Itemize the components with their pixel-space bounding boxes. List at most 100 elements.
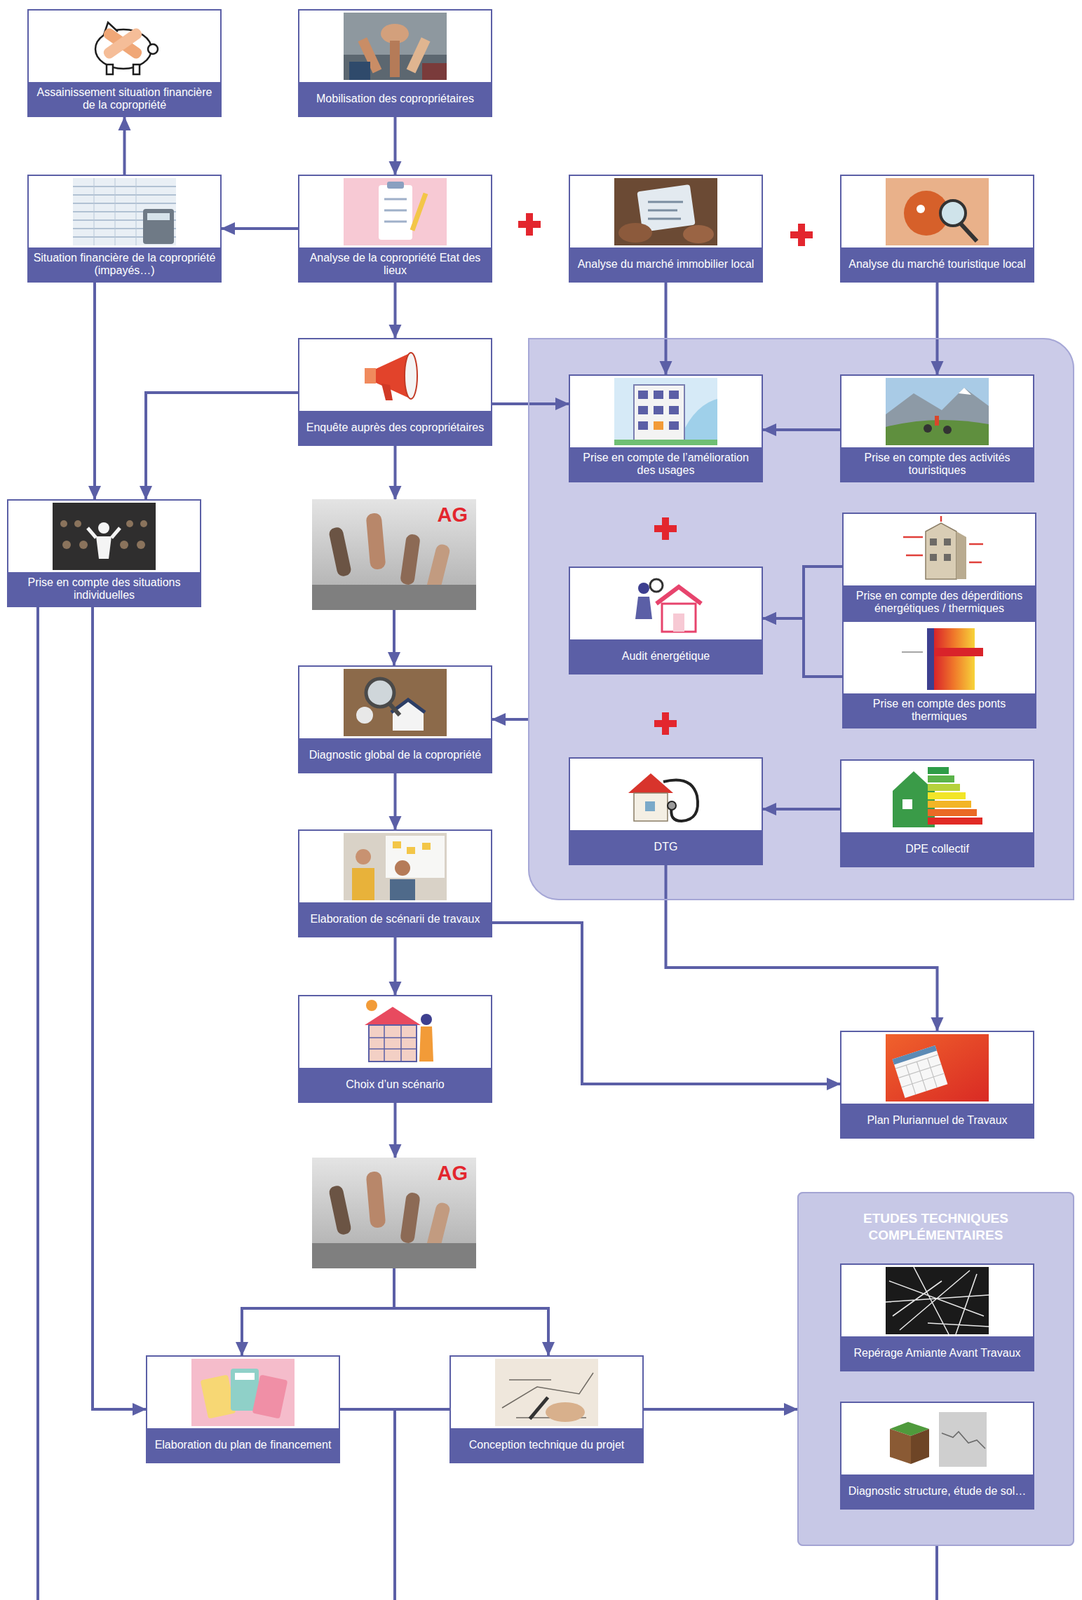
picture-ground [840, 1401, 1035, 1478]
megaphone-icon [381, 383, 393, 401]
building-picture [638, 421, 648, 430]
calendar-photo [885, 1034, 989, 1102]
tablet-photo [614, 178, 718, 246]
assembly-label: AG [437, 499, 477, 526]
detective-picture [959, 222, 977, 242]
vote-photo [312, 499, 477, 611]
energy-label-icon [927, 767, 949, 775]
piggy-icon [106, 64, 113, 75]
crowd-picture [52, 502, 156, 571]
panel-fill [797, 1192, 1075, 1547]
crowd-picture [52, 502, 156, 571]
heat-loss-picture [956, 531, 967, 580]
picture-area [841, 375, 1033, 448]
flow-arrow [394, 773, 397, 830]
assembly-box: AG [312, 499, 477, 611]
diagnostic-icon [633, 793, 668, 822]
vote-photo [328, 1185, 353, 1237]
box-label: Situation financière de la copropriété (… [28, 247, 221, 282]
flow-arrow [394, 1268, 549, 1356]
piggy-icon [95, 22, 158, 75]
flow-line [37, 607, 937, 1600]
picture-ground [568, 374, 763, 451]
crowd-picture [60, 520, 68, 528]
vote-photo [312, 1157, 477, 1269]
heat-loss-picture [929, 538, 937, 546]
heat-loss-picture [943, 553, 951, 561]
box-label: Analyse du marché immobilier local [570, 247, 762, 282]
audit-icon [656, 586, 702, 604]
crowd-picture [119, 540, 129, 550]
box-label: Prise en compte des activités touristiqu… [841, 447, 1033, 482]
picture-area [450, 1356, 643, 1429]
team-photo [343, 12, 447, 80]
plus-symbol [654, 517, 677, 540]
plus-symbol [654, 712, 677, 735]
building-picture [668, 390, 679, 400]
flow-arrow [762, 807, 841, 811]
calculator-picture [252, 1374, 289, 1419]
calendar-photo [892, 1045, 949, 1099]
piggy-icon [133, 64, 140, 75]
vote-photo [328, 526, 353, 578]
mountain-photo [958, 387, 972, 395]
process-box: Analyse du marché touristique local [840, 174, 1035, 283]
crowd-picture [79, 540, 88, 550]
box-label: Elaboration du plan de financement [147, 1428, 339, 1463]
calendar-photo [885, 1034, 989, 1102]
flow-arrow [93, 282, 97, 500]
vote-photo [399, 1192, 421, 1244]
flow-line [36, 607, 40, 1600]
thermal-bridge-picture [934, 647, 984, 657]
flow-line [935, 1546, 939, 1600]
picture-ground [842, 512, 1037, 589]
inspection-photo [356, 706, 374, 724]
crowd-picture [96, 536, 112, 559]
panel-heading: ETUDES TECHNIQUES COMPLÉMENTAIRES [798, 1193, 1073, 1244]
plus-symbol [518, 213, 813, 735]
megaphone-icon [364, 368, 376, 384]
crowd-picture [62, 540, 71, 550]
box-label: Repérage Amiante Avant Travaux [841, 1336, 1033, 1371]
flow-arrow [92, 607, 146, 1410]
heat-loss-picture [929, 538, 951, 561]
workshop-photo [392, 841, 431, 855]
process-box: Mobilisation des copropriétaires [298, 9, 493, 118]
heat-loss-picture [929, 553, 937, 561]
tablet-photo [682, 225, 714, 244]
clipboard-icon [410, 192, 429, 232]
flow-arrow [241, 1268, 395, 1356]
clipboard-icon [387, 181, 404, 189]
box-label: Mobilisation des copropriétaires [299, 82, 491, 116]
team-photo [349, 61, 371, 80]
asbestos-photo [885, 1267, 989, 1335]
building-picture [614, 377, 718, 446]
drawing-photo [528, 1396, 550, 1420]
mountain-photo [934, 415, 939, 426]
crowd-picture [87, 528, 120, 538]
drawing-photo [545, 1402, 585, 1423]
team-photo [380, 23, 409, 44]
box-label: Prise en compte des déperditions énergét… [843, 585, 1036, 620]
process-box: Prise en compte des ponts thermiques [842, 620, 1037, 729]
building-picture [638, 390, 679, 430]
calculator-picture [191, 1358, 295, 1427]
box-label: Prise en compte des ponts thermiques [843, 693, 1036, 728]
group-panel: ETUDES TECHNIQUES COMPLÉMENTAIRES Repérag… [797, 1192, 1075, 1547]
vote-photo [399, 533, 421, 586]
piggy-icon [147, 44, 158, 54]
building-picture [653, 390, 664, 400]
workshop-photo [392, 841, 402, 849]
diagnostic-icon [628, 773, 698, 822]
mountain-photo [885, 377, 989, 446]
building-picture [633, 384, 685, 442]
flow-arrow [492, 718, 529, 721]
vote-photo [312, 584, 477, 611]
picture-ground [840, 759, 1035, 836]
megaphone-icon [364, 352, 418, 401]
energy-label-icon [902, 799, 913, 810]
energy-label-icon [927, 800, 972, 808]
soil-picture [938, 1412, 987, 1467]
mountain-photo [923, 424, 932, 433]
heat-loss-picture [903, 516, 984, 580]
